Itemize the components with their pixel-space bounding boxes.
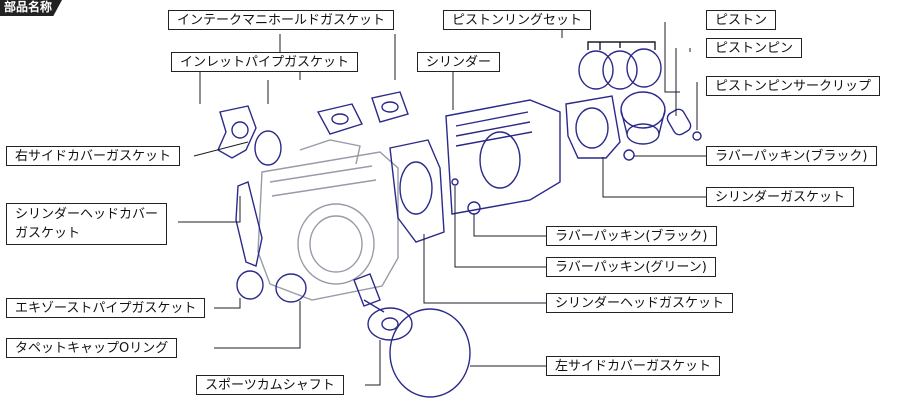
leader-line bbox=[365, 340, 381, 386]
leader-line bbox=[214, 301, 301, 349]
leader-line bbox=[214, 298, 241, 309]
leader-line bbox=[178, 196, 241, 223]
rubber-packing-black-drawing bbox=[467, 201, 481, 215]
label-inlet-pipe-gasket: インレットパイプガスケット bbox=[171, 52, 359, 72]
leader-line bbox=[193, 141, 249, 157]
leader-line bbox=[423, 234, 546, 304]
cylinder-head-cover-gasket-drawing bbox=[235, 181, 263, 267]
label-cylinder-head-cover-gasket: シリンダーヘッドカバー ガスケット bbox=[6, 203, 168, 245]
rubber-packing-green-drawing bbox=[451, 178, 459, 186]
label-rubber-packing-black-2: ラバーパッキン(ブラック) bbox=[546, 226, 717, 246]
piston-ring-drawing bbox=[626, 48, 662, 88]
label-piston-pin-circlip: ピストンピンサークリップ bbox=[706, 76, 881, 96]
tappet-cap-o-ring-drawing bbox=[275, 273, 307, 303]
leader-line bbox=[675, 48, 691, 116]
o-ring-drawing bbox=[254, 130, 282, 166]
section-tag: 部品名称 bbox=[0, 0, 62, 16]
intake-manifold-gasket-drawing bbox=[371, 91, 409, 123]
label-intake-manifold-gasket: インテークマニホールドガスケット bbox=[168, 10, 395, 30]
piston-pin-circlip-drawing bbox=[692, 131, 702, 141]
label-right-side-cover-gasket: 右サイドカバーガスケット bbox=[6, 146, 181, 166]
label-piston-pin: ピストンピン bbox=[706, 38, 803, 58]
leader-line bbox=[473, 214, 546, 237]
label-sports-camshaft: スポーツカムシャフト bbox=[196, 375, 344, 395]
exhaust-pipe-gasket-drawing bbox=[236, 270, 264, 300]
leader-line bbox=[199, 34, 396, 104]
leader-line bbox=[454, 186, 546, 268]
cylinder-head-drawing bbox=[257, 139, 399, 301]
piston-ring-drawing bbox=[602, 50, 638, 90]
label-rubber-packing-green: ラバーパッキン(グリーン) bbox=[546, 257, 716, 277]
label-exhaust-pipe-gasket: エキゾーストパイプガスケット bbox=[6, 298, 206, 318]
label-cylinder-gasket: シリンダーガスケット bbox=[706, 187, 855, 207]
piston-pin-drawing bbox=[666, 108, 692, 136]
left-side-cover-gasket-drawing bbox=[389, 308, 471, 398]
cylinder-gasket-drawing bbox=[565, 95, 621, 159]
label-left-side-cover-gasket: 左サイドカバーガスケット bbox=[546, 356, 721, 376]
leader-line bbox=[602, 157, 706, 198]
label-piston-ring-set: ピストンリングセット bbox=[443, 10, 592, 30]
label-cylinder-head-gasket: シリンダーヘッドガスケット bbox=[546, 293, 734, 313]
cylinder-drawing bbox=[445, 99, 561, 215]
label-rubber-packing-black-1: ラバーパッキン(ブラック) bbox=[706, 146, 877, 166]
label-cylinder-head-cover-gasket-line2: ガスケット bbox=[15, 226, 81, 241]
piston-drawing bbox=[620, 91, 666, 145]
label-tappet-cap-o-ring: タペットキャップOリング bbox=[6, 338, 178, 358]
leader-line bbox=[664, 22, 680, 93]
label-cylinder-head-cover-gasket-line1: シリンダーヘッドカバー bbox=[15, 207, 159, 222]
label-piston: ピストン bbox=[706, 10, 777, 30]
piston-ring-drawing bbox=[578, 50, 614, 90]
camshaft-drawing bbox=[353, 273, 413, 341]
inlet-pipe-gasket-drawing bbox=[316, 103, 363, 135]
cylinder-head-gasket-drawing bbox=[389, 139, 445, 243]
right-side-cover-gasket-drawing bbox=[217, 105, 257, 159]
label-cylinder: シリンダー bbox=[417, 52, 501, 72]
